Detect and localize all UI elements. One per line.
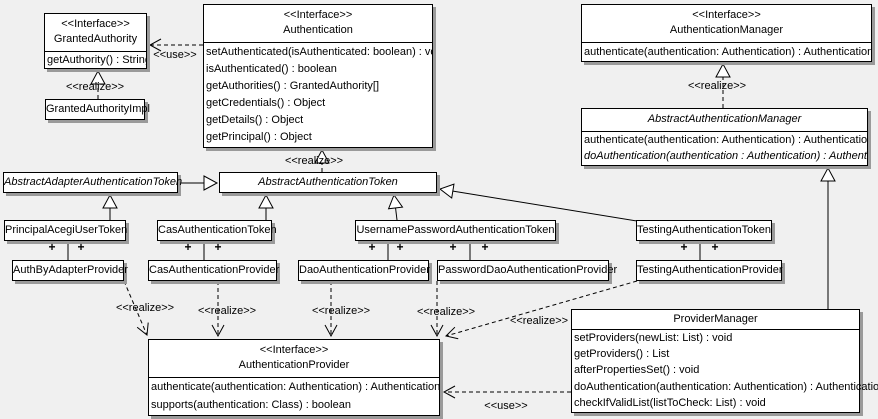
class-name: PasswordDaoAuthenticationProvider	[438, 264, 618, 276]
method: setAuthenticated(isAuthenticated: boolea…	[206, 46, 432, 58]
stereotype-label: <<Interface>>	[61, 18, 130, 30]
password-dao-authentication-provider-class: PasswordDaoAuthenticationProvider	[437, 260, 618, 281]
realize-label: <<realize>>	[416, 306, 476, 318]
association-plus-label: +	[214, 240, 222, 254]
granted-authority-impl-class: GrantedAuthorityImpl	[45, 99, 150, 120]
method: getPrincipal() : Object	[206, 131, 312, 143]
method: setProviders(newList: List) : void	[574, 332, 733, 345]
method: afterPropertiesSet() : void	[574, 364, 700, 377]
method: supports(authentication: Class) : boolea…	[151, 398, 351, 411]
method: authenticate(authentication: Authenticat…	[584, 45, 871, 58]
abstract-adapter-authentication-token-class: AbstractAdapterAuthenticationToken	[3, 172, 183, 193]
method: getCredentials() : Object	[206, 97, 326, 109]
class-name: ProviderManager	[572, 310, 859, 330]
class-name: AbstractAdapterAuthenticationToken	[4, 176, 183, 188]
use-label: <<use>>	[484, 400, 528, 412]
association-plus-label: +	[481, 240, 489, 254]
stereotype-label: <<Interface>>	[692, 9, 761, 21]
class-name: AbstractAuthenticationToken	[258, 176, 398, 188]
class-name: CasAuthenticationProvider	[149, 264, 280, 276]
granted-authority-class: <<Interface>> GrantedAuthority getAuthor…	[44, 13, 147, 69]
class-name: UsernamePasswordAuthenticationToken	[356, 224, 555, 236]
class-name: TestingAuthenticationProvider	[637, 264, 783, 276]
cas-authentication-token-class: CasAuthenticationToken	[157, 220, 277, 241]
method: doAuthentication(authentication : Authen…	[584, 150, 867, 162]
method: getAuthorities() : GrantedAuthority[]	[206, 80, 380, 92]
principal-acegi-user-token-class: PrincipalAcegiUserToken	[4, 220, 128, 241]
class-name: GrantedAuthority	[53, 33, 138, 45]
association-plus-label: +	[449, 240, 457, 254]
method: doAuthentication(authentication: Authent…	[574, 380, 878, 393]
association-plus-label: +	[77, 240, 85, 254]
class-name: PrincipalAcegiUserToken	[5, 224, 128, 236]
class-name: CasAuthenticationToken	[158, 224, 277, 236]
stereotype-label: <<Interface>>	[259, 344, 329, 356]
method: getDetails() : Object	[206, 114, 304, 126]
realize-label: <<realize>>	[197, 305, 257, 317]
class-name: AbstractAuthenticationManager	[582, 109, 867, 132]
association-plus-label: +	[396, 240, 404, 254]
method: getProviders() : List	[574, 348, 670, 361]
realize-arrow-testingauthenticationprovider	[444, 280, 638, 340]
realize-label: <<realize>>	[687, 80, 747, 92]
testing-authentication-provider-class: TestingAuthenticationProvider	[636, 260, 783, 281]
method: isAuthenticated() : boolean	[206, 63, 337, 75]
realize-label: <<realize>>	[65, 81, 125, 93]
realize-label: <<realize>>	[311, 305, 371, 317]
class-name: DaoAuthenticationProvider	[299, 264, 430, 276]
provider-manager-class: ProviderManager setProviders(newList: Li…	[571, 309, 878, 413]
method: getAuthority() : String	[47, 53, 146, 66]
realize-arrow-authbyadapterprovider	[123, 280, 149, 336]
association-plus-label: +	[184, 240, 192, 254]
generalization-testingauthenticationtoken	[438, 183, 638, 222]
testing-authentication-token-class: TestingAuthenticationToken	[636, 220, 772, 241]
abstract-authentication-token-class: AbstractAuthenticationToken	[219, 172, 437, 193]
class-name: AuthByAdapterProvider	[13, 264, 128, 276]
class-name: Authentication	[283, 24, 353, 36]
realize-label: <<realize>>	[284, 155, 344, 167]
method: checkIfValidList(listToCheck: List) : vo…	[574, 396, 766, 409]
authentication-provider-interface-class: <<Interface>> AuthenticationProvider aut…	[148, 339, 440, 416]
username-password-authentication-token-class: UsernamePasswordAuthenticationToken	[355, 220, 556, 241]
association-plus-label: +	[48, 240, 56, 254]
dao-authentication-provider-class: DaoAuthenticationProvider	[298, 260, 430, 281]
method: authenticate(authentication: Authenticat…	[584, 134, 867, 146]
class-name: AuthenticationProvider	[238, 359, 350, 371]
auth-by-adapter-provider-class: AuthByAdapterProvider	[12, 260, 128, 281]
method: authenticate(authentication: Authenticat…	[151, 381, 439, 394]
realize-label: <<realize>>	[509, 315, 569, 327]
realize-label: <<realize>>	[115, 302, 175, 314]
authentication-manager-class: <<Interface>> AuthenticationManager auth…	[581, 4, 872, 62]
association-plus-label: +	[368, 240, 376, 254]
class-name: TestingAuthenticationToken	[637, 224, 771, 236]
authentication-interface-class: <<Interface>> Authentication setAuthenti…	[203, 4, 433, 148]
association-plus-label: +	[711, 240, 719, 254]
cas-authentication-provider-class: CasAuthenticationProvider	[148, 260, 280, 281]
use-label: <<use>>	[153, 49, 197, 61]
stereotype-label: <<Interface>>	[283, 9, 353, 21]
abstract-authentication-manager-class: AbstractAuthenticationManager authentica…	[581, 108, 868, 166]
class-name: AuthenticationManager	[669, 24, 784, 36]
generalization-usernamepasswordtoken	[387, 193, 404, 221]
association-plus-label: +	[680, 240, 688, 254]
class-name: GrantedAuthorityImpl	[46, 103, 150, 115]
